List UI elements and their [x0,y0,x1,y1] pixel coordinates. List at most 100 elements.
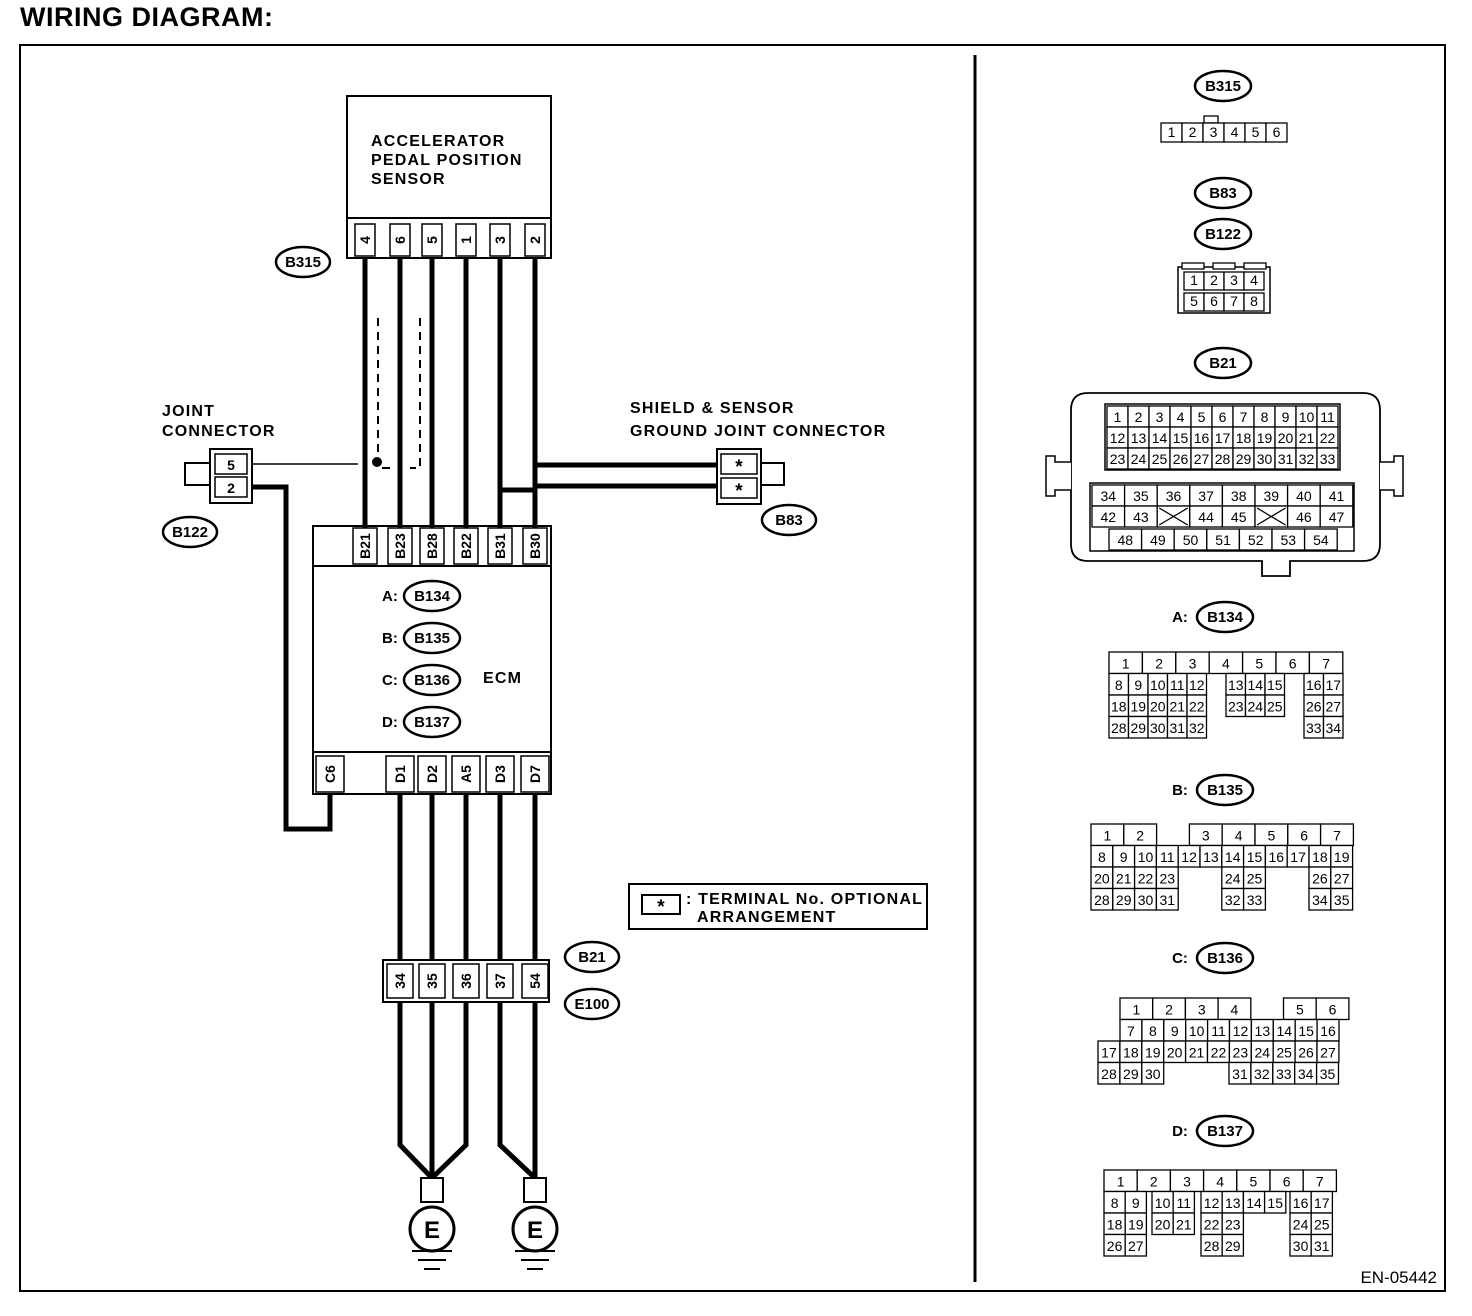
connector-code: B135 [1207,782,1243,799]
view-pin: 32 [1254,1066,1270,1082]
view-badge: B136 [1195,941,1255,975]
joint-connector-label-line2: CONNECTOR [162,423,276,440]
view-pin: 20 [1155,1217,1171,1233]
view-pin: 1 [1114,409,1122,425]
connector-code: B137 [1207,1123,1243,1140]
view-pin: 1 [1122,656,1130,672]
view-badge: B21 [1193,346,1253,380]
view-pin: 52 [1248,532,1264,548]
view-pin: 30 [1257,451,1273,467]
view-pin: 25 [1276,1045,1292,1061]
shield-junction-dot [372,457,382,467]
view-pin: 18 [1111,699,1127,715]
shield-pin-optional-1: * [735,457,743,478]
view-pin: 7 [1322,656,1330,672]
view-pin: 44 [1198,509,1214,525]
junction-pin: 54 [527,973,543,989]
shield-connector-label-line1: SHIELD & SENSOR [630,400,795,417]
view-pin: 21 [1299,430,1315,446]
joint-connector-label-line1: JOINT [162,403,215,420]
view-pin: 28 [1215,451,1231,467]
ecm-connector-badge: B135 [402,621,462,655]
ecm-bottom-pin: D7 [527,765,543,783]
view-pin: 14 [1247,677,1263,693]
view-pin: 9 [1120,849,1128,865]
view-pin: 4 [1231,124,1239,140]
shield-connector-code: B83 [775,512,803,529]
view-pin: 28 [1094,892,1110,908]
sensor-pin: 4 [357,236,373,244]
view-pin: 23 [1233,1045,1249,1061]
ecm-top-pin: B23 [392,533,408,559]
view-pin: 31 [1278,451,1294,467]
view-pin: 5 [1296,1002,1304,1018]
ground-symbol-1: E [408,1177,456,1270]
view-pin: 2 [1165,1002,1173,1018]
view-pin: 6 [1329,1002,1337,1018]
joint-pin-2: 2 [227,480,235,496]
view-pin: 20 [1278,430,1294,446]
view-pin: 6 [1300,828,1308,844]
view-prefix: B: [1172,782,1188,799]
view-pin: 27 [1320,1045,1336,1061]
view-pin: 46 [1296,509,1312,525]
view-pin: 33 [1306,720,1322,736]
view-pin: 41 [1329,488,1345,504]
view-pin: 30 [1150,720,1166,736]
view-pin: 18 [1123,1045,1139,1061]
view-pin: 34 [1298,1066,1314,1082]
diagram-frame [19,44,1446,1292]
view-pin: 6 [1289,656,1297,672]
view-pin: 5 [1198,409,1206,425]
view-pin: 53 [1281,532,1297,548]
connector-code: B315 [285,254,321,271]
view-pin: 11 [1177,1195,1192,1211]
view-pin: 21 [1189,1045,1205,1061]
ecm-bottom-pin: D1 [392,765,408,783]
view-pin: 17 [1325,677,1341,693]
view-pin: 15 [1247,849,1263,865]
view-pin: 42 [1101,509,1117,525]
view-pin: 29 [1225,1238,1241,1254]
view-pin: 11 [1320,409,1335,425]
view-pin: 10 [1150,677,1166,693]
view-pin: 48 [1118,532,1134,548]
view-pin: 15 [1267,677,1283,693]
ecm-top-pin: B22 [458,533,474,559]
view-pin: 9 [1134,677,1142,693]
view-pin: 24 [1293,1217,1309,1233]
ground-label: E [527,1217,543,1244]
view-pin: 28 [1204,1238,1220,1254]
view-badge: B137 [1195,1114,1255,1148]
view-pin: 12 [1233,1023,1249,1039]
view-pin: 51 [1215,532,1231,548]
view-pin: 22 [1138,871,1154,887]
view-pin: 14 [1225,849,1241,865]
view-pin: 7 [1127,1023,1135,1039]
view-pin: 10 [1189,1023,1205,1039]
view-pin: 18 [1107,1217,1123,1233]
view-pin: 25 [1247,871,1263,887]
view-pin: 20 [1167,1045,1183,1061]
sensor-label-line3: SENSOR [371,171,446,188]
view-badge: B83 [1193,176,1253,210]
sensor-pin: 1 [458,236,474,244]
view-pin: 28 [1101,1066,1117,1082]
view-pin: 1 [1190,272,1198,288]
view-pin: 18 [1236,430,1252,446]
view-pin: 7 [1240,409,1248,425]
view-prefix: A: [1172,609,1188,626]
view-pin: 26 [1312,871,1328,887]
view-pin: 33 [1276,1066,1292,1082]
view-pin: 6 [1283,1174,1291,1190]
view-pin: 2 [1210,272,1218,288]
view-pin: 27 [1334,871,1350,887]
shield-ground-joint-connector: SHIELD & SENSOR GROUND JOINT CONNECTOR *… [630,400,885,537]
view-pin: 12 [1110,430,1126,446]
legend-line1: : TERMINAL No. OPTIONAL [686,891,923,908]
view-pin: 22 [1204,1217,1220,1233]
